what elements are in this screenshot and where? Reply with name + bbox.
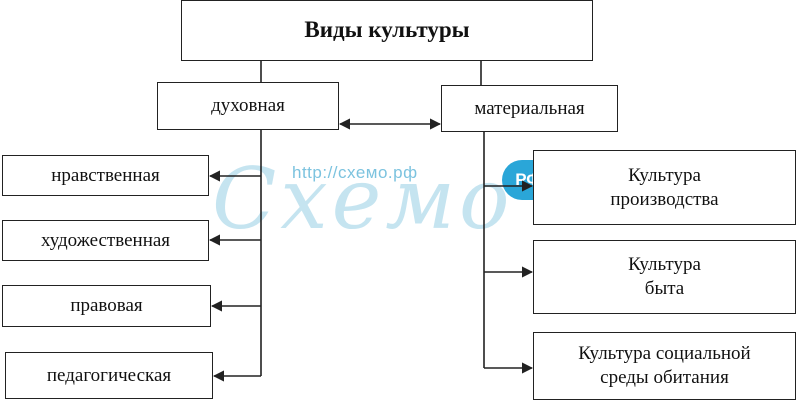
spiritual-kind-moral-box: нравственная xyxy=(2,155,209,196)
title-box: Виды культуры xyxy=(181,0,593,61)
spiritual-kind-legal-label: правовая xyxy=(70,295,143,317)
material-culture-box: материальная xyxy=(441,85,618,132)
spiritual-kind-art-box: художественная xyxy=(2,220,209,261)
watermark-url: http://схемо.рф xyxy=(292,163,418,182)
material-kind-production-label: Культура производства xyxy=(610,164,719,210)
spiritual-kind-moral-label: нравственная xyxy=(51,164,160,186)
material-kind-social-environment-label: Культура социальной среды обитания xyxy=(578,343,751,388)
material-kind-everyday-box: Культура быта xyxy=(533,240,796,314)
spiritual-kind-legal-box: правовая xyxy=(2,285,211,327)
material-kind-social-environment-box: Культура социальной среды обитания xyxy=(533,332,796,400)
spiritual-culture-box: духовная xyxy=(157,82,339,130)
spiritual-culture-label: духовная xyxy=(211,95,285,117)
spiritual-kind-art-label: художественная xyxy=(40,229,171,251)
material-kind-everyday-label: Культура быта xyxy=(628,254,701,299)
diagram-title: Виды культуры xyxy=(304,17,470,43)
spiritual-kind-pedagogical-label: педагогическая xyxy=(46,364,172,386)
material-culture-label: материальная xyxy=(474,97,585,119)
material-kind-production-box: Культура производства xyxy=(533,150,796,225)
spiritual-kind-pedagogical-box: педагогическая xyxy=(5,352,213,399)
